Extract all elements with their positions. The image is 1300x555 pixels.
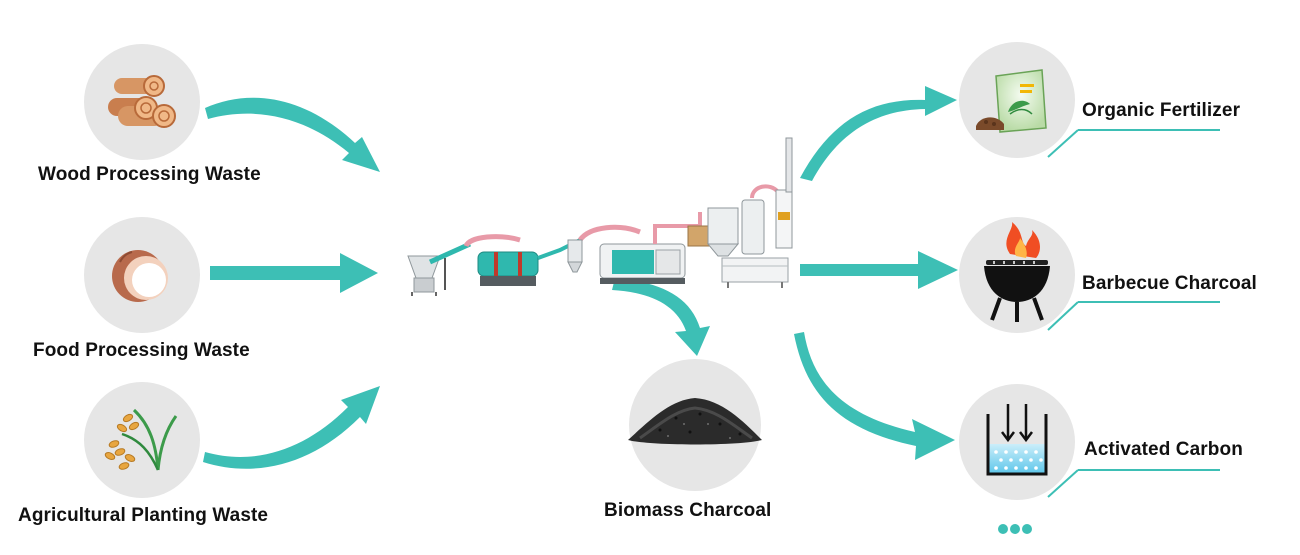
wheat-icon	[104, 408, 178, 471]
arrow-machine-to-activated	[794, 332, 955, 460]
label-wood-processing-waste: Wood Processing Waste	[38, 164, 261, 185]
label-biomass-charcoal: Biomass Charcoal	[604, 500, 772, 521]
icon-circle-activated	[959, 384, 1075, 500]
grill-icon	[984, 222, 1050, 322]
coconut-icon	[112, 250, 168, 302]
biomass-carbonization-plant-icon	[407, 137, 793, 296]
arrow-machine-to-bbq	[800, 251, 958, 289]
arrow-machine-to-charcoal	[612, 278, 710, 356]
logs-icon	[108, 75, 176, 128]
label-activated-carbon: Activated Carbon	[1084, 439, 1243, 460]
icon-circle-agri	[84, 382, 200, 498]
label-organic-fertilizer: Organic Fertilizer	[1082, 100, 1241, 121]
label-food-processing-waste: Food Processing Waste	[33, 340, 250, 361]
ellipsis-icon	[998, 524, 1032, 534]
filter-tank-icon	[986, 404, 1048, 476]
arrow-food-to-machine	[210, 253, 378, 293]
label-barbecue-charcoal: Barbecue Charcoal	[1082, 273, 1257, 294]
label-agricultural-planting-waste: Agricultural Planting Waste	[18, 505, 269, 526]
arrow-machine-to-fertilizer	[800, 86, 957, 181]
callout-line-bbq	[1047, 301, 1079, 331]
arrow-agri-to-machine	[203, 386, 380, 469]
fertilizer-bag-icon	[976, 69, 1047, 133]
callout-line-activated	[1047, 469, 1079, 498]
arrow-wood-to-machine	[205, 97, 380, 172]
charcoal-pile-icon	[628, 398, 762, 445]
callout-line-fertilizer	[1047, 129, 1079, 158]
